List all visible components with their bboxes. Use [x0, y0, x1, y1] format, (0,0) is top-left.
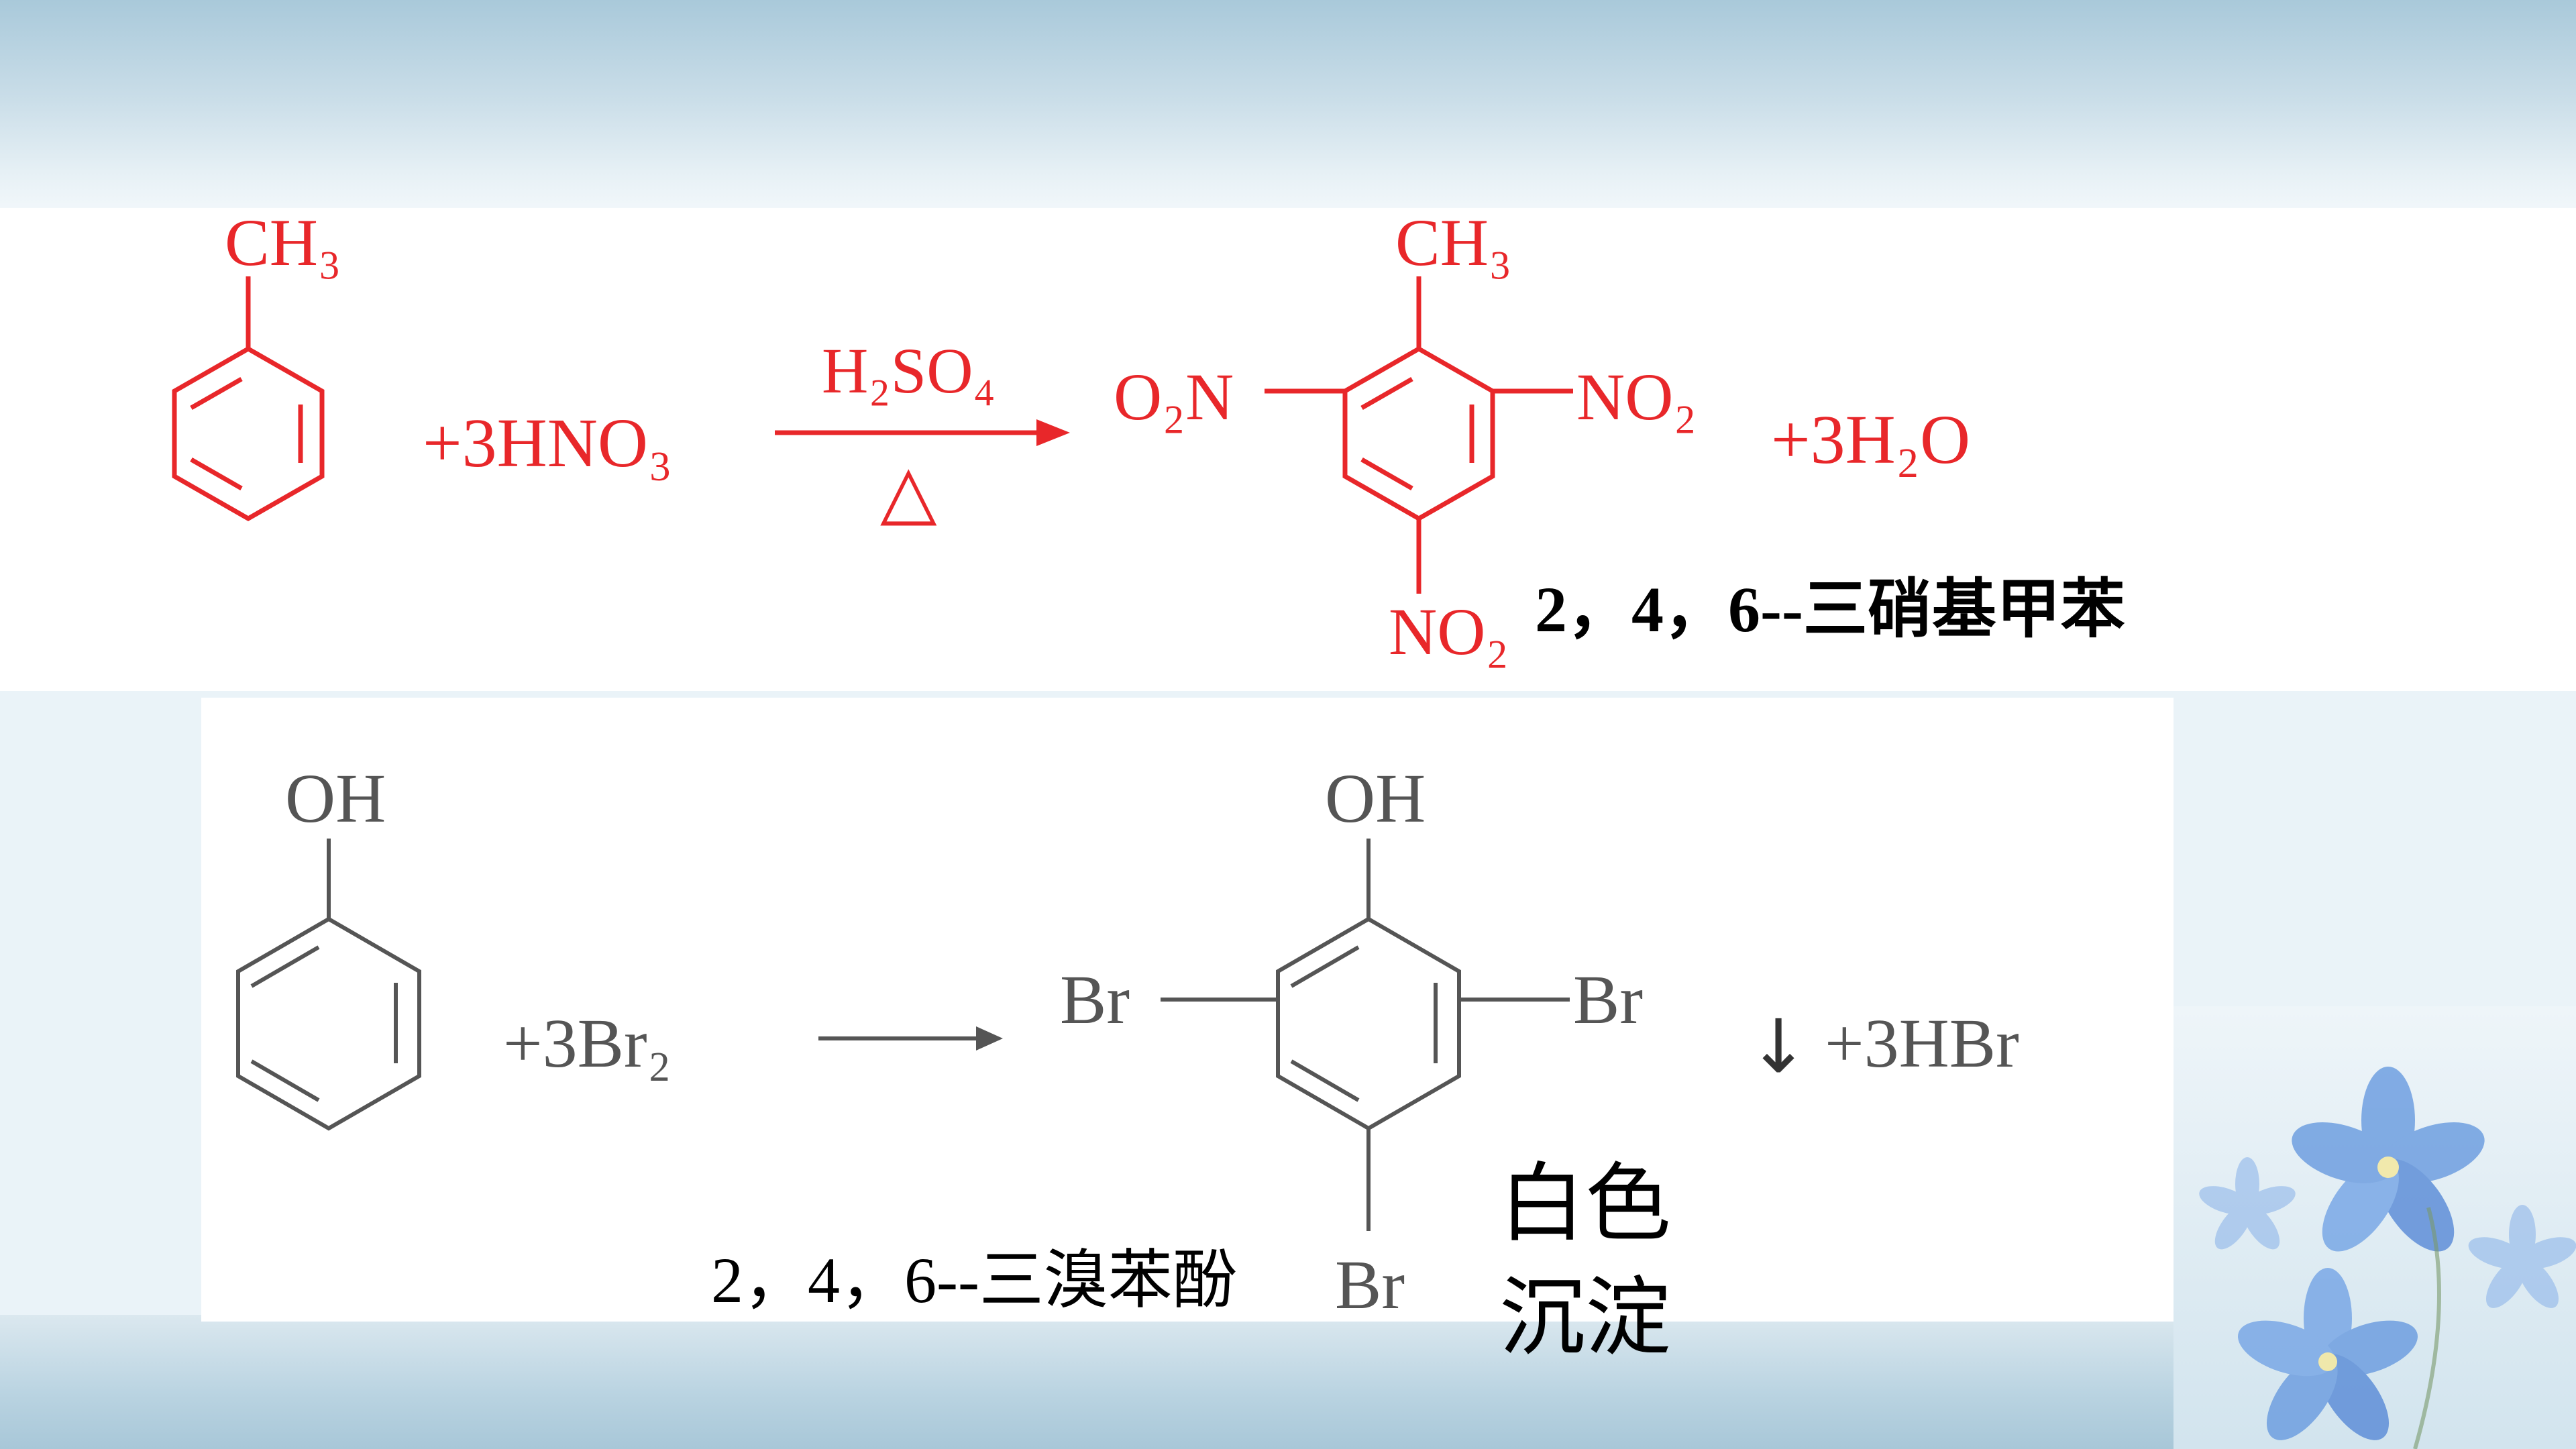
flower-icon	[2468, 1205, 2576, 1308]
reaction2-byproduct: +3HBr	[1825, 1005, 2019, 1082]
background-top-band	[0, 0, 2576, 215]
reaction1-heat-condition: △	[880, 451, 937, 533]
tnt-product-name: 2，4，6--三硝基甲苯	[1535, 574, 2125, 645]
reaction2-reagent: +3Br₂	[503, 1005, 672, 1082]
tribromophenol-br-right-label: Br	[1573, 961, 1643, 1038]
precipitate-label: 沉淀	[1499, 1268, 1672, 1368]
reaction1-reagent: +3HNO₃	[423, 405, 672, 482]
tnt-no2-right-label: NO₂	[1576, 360, 1697, 434]
reaction1-catalyst: H₂SO₄	[822, 335, 996, 407]
reaction1-byproduct: +3H₂O	[1771, 401, 1970, 478]
toluene-ch3-label: CH₃	[225, 205, 341, 280]
tnt-no2-bottom-label: NO₂	[1389, 594, 1509, 669]
tribromophenol-oh-label: OH	[1325, 760, 1426, 837]
flower-icon	[2199, 1157, 2296, 1250]
phenol-oh-label: OH	[285, 760, 386, 837]
flower-icon	[2292, 1067, 2485, 1252]
phenol-structure	[236, 839, 421, 1131]
reaction1-panel	[0, 208, 2576, 691]
tribromophenol-br-bottom-label: Br	[1335, 1246, 1405, 1324]
flower-icon	[2237, 1268, 2418, 1440]
tribromophenol-structure	[1161, 839, 1570, 1231]
tnt-structure	[1265, 276, 1573, 594]
reaction1-arrow	[775, 419, 1070, 446]
tribromophenol-product-name: 2，4，6--三溴苯酚	[711, 1244, 1237, 1316]
tnt-ch3-label: CH₃	[1395, 205, 1512, 280]
toluene-structure	[172, 276, 325, 522]
background-bottom-band	[0, 1315, 2576, 1449]
reaction2-panel	[201, 698, 2174, 1322]
tribromophenol-br-left-label: Br	[1060, 961, 1130, 1038]
reaction2-arrow	[818, 1026, 1003, 1051]
precipitate-color-label: 白色	[1499, 1154, 1672, 1254]
tnt-o2n-label: O₂N	[1114, 360, 1234, 434]
precipitate-down-arrow: ↓	[1748, 1004, 1809, 1089]
